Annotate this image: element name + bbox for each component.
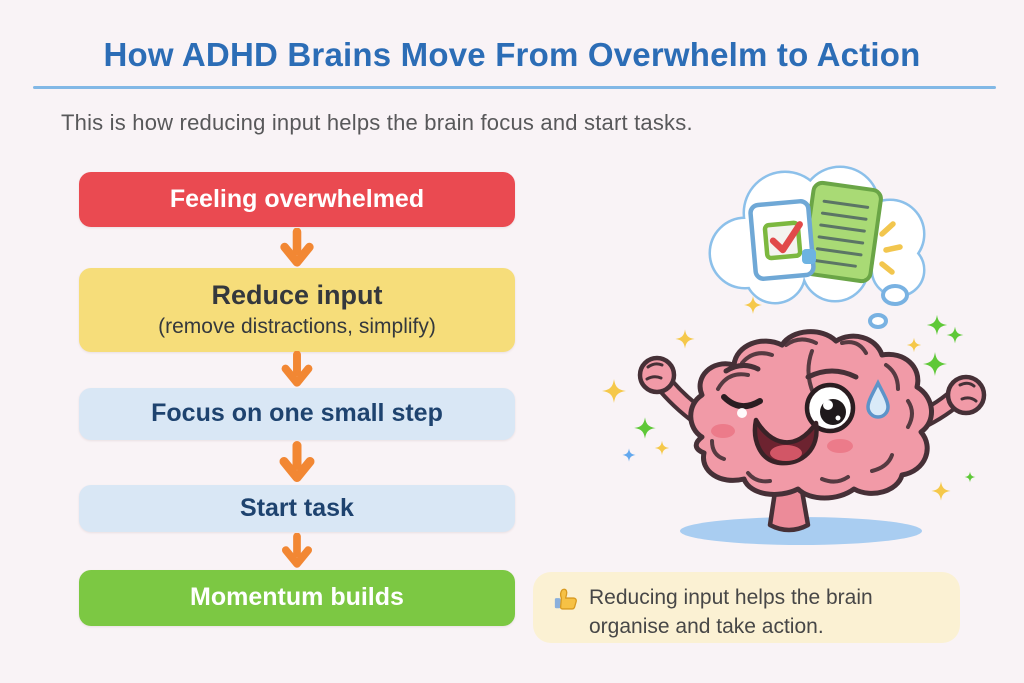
- flow-step-focus-one-step: Focus on one small step: [79, 388, 515, 440]
- arrow-down-icon: [281, 351, 313, 387]
- flow-step-feeling-overwhelmed: Feeling overwhelmed: [79, 172, 515, 227]
- flow-step-label: Focus on one small step: [151, 399, 443, 428]
- page-subtitle: This is how reducing input helps the bra…: [61, 110, 693, 135]
- sweat-drop: [866, 379, 890, 419]
- divider: [33, 86, 996, 89]
- arrow-down-icon: [282, 533, 312, 568]
- note-text: Reducing input helps the brain organise …: [589, 586, 873, 638]
- tongue: [770, 445, 802, 461]
- flow-step-label: Reduce input: [211, 280, 383, 311]
- flow-step-start-task: Start task: [79, 485, 515, 532]
- page-title: How ADHD Brains Move From Overwhelm to A…: [103, 36, 921, 73]
- thumbs-up-icon: [554, 588, 577, 610]
- flow-step-reduce-input: Reduce input (remove distractions, simpl…: [79, 268, 515, 352]
- wink-eye: [721, 394, 763, 410]
- flow-step-label: Start task: [240, 493, 354, 522]
- takeaway-note: Reducing input helps the brain organise …: [533, 572, 960, 643]
- thought-bubble-icon: [708, 165, 948, 336]
- flow-step-momentum-builds: Momentum builds: [79, 570, 515, 626]
- blush-right: [827, 439, 853, 453]
- blush-left: [711, 424, 735, 438]
- brain-face: [711, 363, 890, 466]
- brain-character-icon: [602, 326, 987, 545]
- document-icon: [801, 180, 883, 284]
- flow-step-label: Momentum builds: [190, 583, 404, 612]
- arrow-down-icon: [280, 228, 314, 267]
- flow-step-label: Feeling overwhelmed: [169, 184, 425, 213]
- arrow-down-icon: [279, 441, 315, 482]
- checklist-card-icon: [748, 199, 816, 281]
- flow-step-sublabel: (remove distractions, simplify): [158, 314, 436, 338]
- emphasis-dashes-icon: [879, 221, 903, 275]
- open-eye: [804, 382, 856, 434]
- ground-shadow: [680, 517, 922, 545]
